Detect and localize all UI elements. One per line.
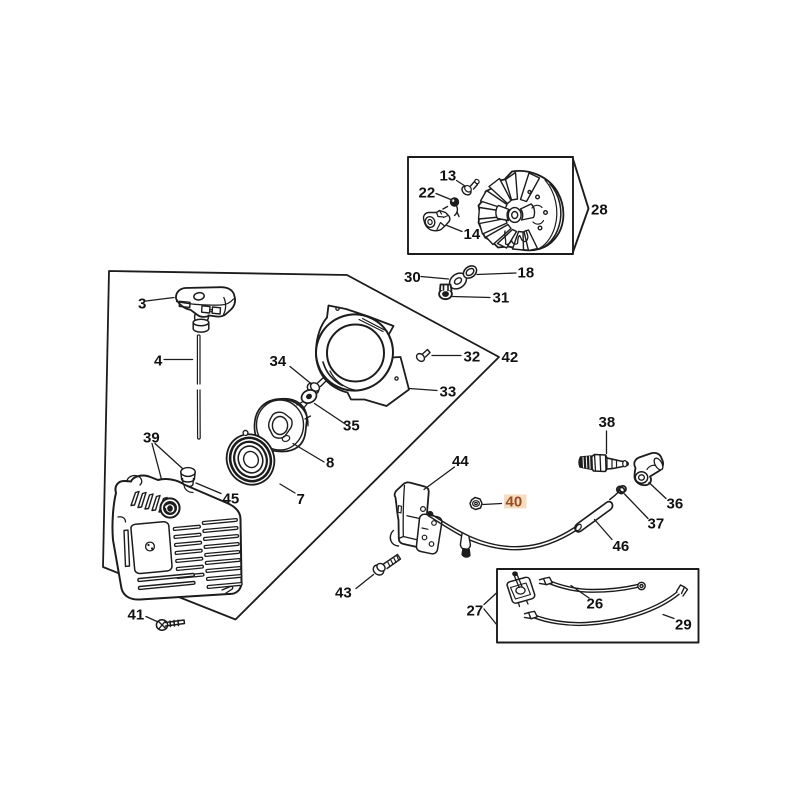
svg-text:37: 37 bbox=[648, 516, 665, 533]
svg-text:40: 40 bbox=[506, 494, 523, 511]
svg-text:44: 44 bbox=[452, 453, 469, 470]
svg-text:30: 30 bbox=[404, 269, 421, 286]
svg-text:28: 28 bbox=[591, 202, 608, 219]
svg-text:13: 13 bbox=[440, 168, 457, 185]
svg-text:3: 3 bbox=[138, 296, 146, 313]
svg-text:35: 35 bbox=[343, 418, 360, 435]
svg-text:32: 32 bbox=[464, 349, 481, 366]
svg-text:7: 7 bbox=[297, 491, 305, 508]
svg-text:46: 46 bbox=[613, 538, 630, 555]
svg-text:41: 41 bbox=[128, 607, 145, 624]
svg-text:14: 14 bbox=[464, 226, 481, 243]
svg-text:22: 22 bbox=[419, 185, 436, 202]
svg-text:27: 27 bbox=[467, 603, 484, 620]
svg-text:39: 39 bbox=[143, 430, 160, 447]
svg-text:42: 42 bbox=[502, 349, 519, 366]
svg-text:18: 18 bbox=[518, 265, 535, 282]
svg-text:26: 26 bbox=[587, 596, 604, 613]
svg-text:38: 38 bbox=[599, 414, 616, 431]
svg-text:33: 33 bbox=[440, 384, 457, 401]
svg-text:31: 31 bbox=[493, 290, 510, 307]
svg-text:29: 29 bbox=[675, 617, 692, 634]
svg-text:43: 43 bbox=[335, 585, 352, 602]
svg-text:8: 8 bbox=[326, 455, 334, 472]
svg-text:36: 36 bbox=[667, 496, 684, 513]
svg-text:4: 4 bbox=[154, 353, 163, 370]
svg-text:34: 34 bbox=[270, 353, 287, 370]
